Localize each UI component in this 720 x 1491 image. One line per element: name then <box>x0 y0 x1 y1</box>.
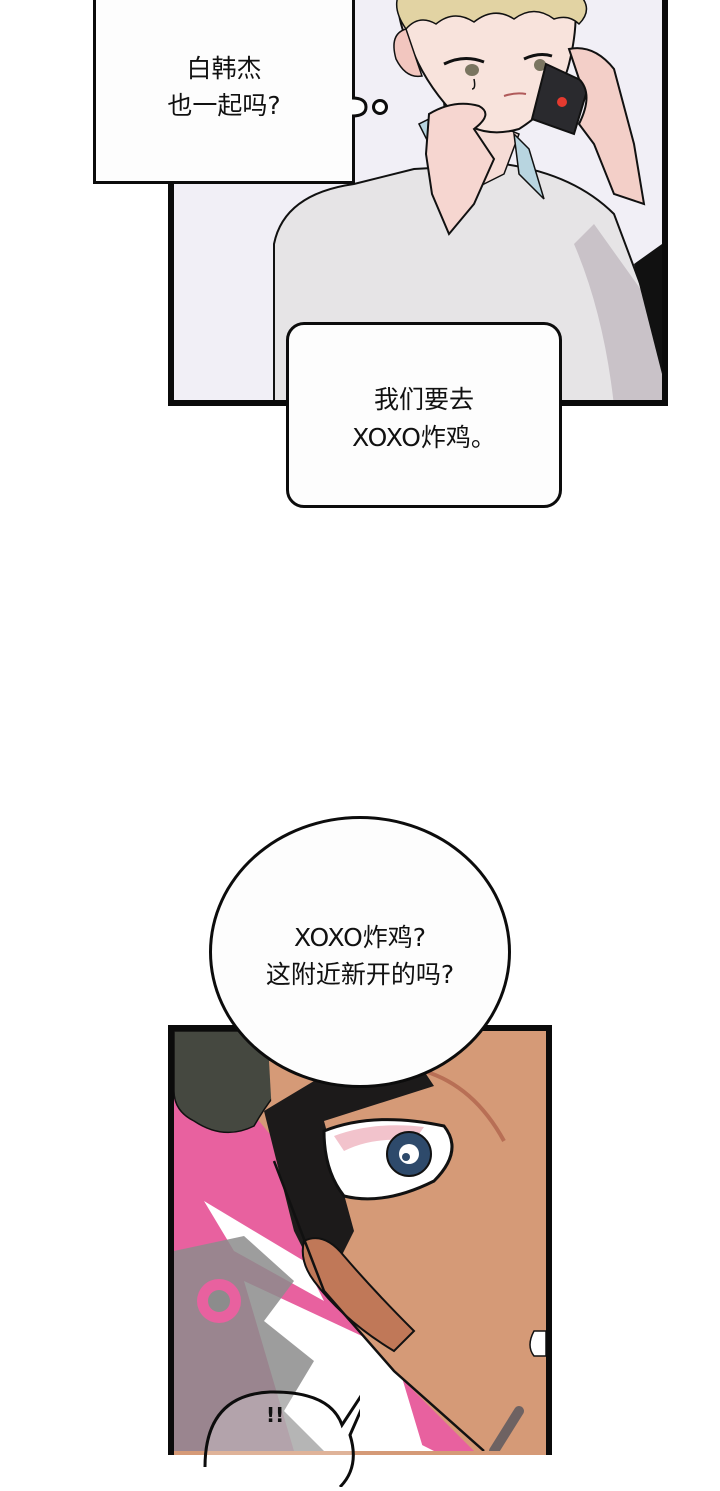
comic-page: 白韩杰 也一起吗? 我们要去 XOXO炸鸡。 <box>93 0 668 1489</box>
panel-surprised-eye <box>168 1025 552 1455</box>
panel-2-artwork <box>174 1031 546 1451</box>
speech-bubble-oval: XOXO炸鸡? 这附近新开的吗? <box>209 816 511 1088</box>
bubble-text-line: 我们要去 <box>373 385 474 414</box>
bubble-text-line: 白韩杰 <box>186 53 262 83</box>
speech-bubble-exclaim: !! <box>200 1347 382 1489</box>
thought-tail-icon <box>352 96 368 118</box>
bubble-text-line: !! <box>266 1403 285 1427</box>
thought-dot-icon <box>372 99 388 115</box>
bubble-text-line: XOXO炸鸡? <box>293 923 427 952</box>
speech-bubble-rounded: 我们要去 XOXO炸鸡。 <box>286 322 562 508</box>
bubble-text-line: XOXO炸鸡。 <box>352 423 496 452</box>
bubble-text-line: 这附近新开的吗? <box>265 960 455 989</box>
bubble-text-line: 也一起吗? <box>167 90 281 120</box>
thought-bubble-square: 白韩杰 也一起吗? <box>93 0 355 184</box>
